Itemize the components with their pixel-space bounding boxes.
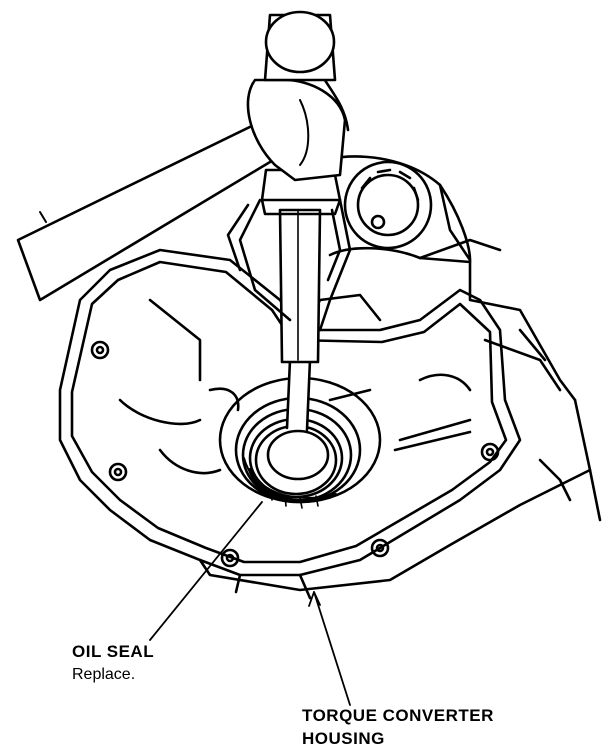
torque-converter-label-line2: HOUSING <box>302 729 385 748</box>
oil-seal-leader <box>149 501 263 641</box>
hammer-icon <box>16 10 350 302</box>
seal-driver-icon <box>226 168 352 432</box>
torque-converter-label-line1: TORQUE CONVERTER <box>302 706 494 725</box>
transmission-case <box>298 155 602 522</box>
leader-lines <box>149 501 351 706</box>
oil-seal-label: OIL SEAL <box>72 642 155 661</box>
housing-leader <box>313 591 351 706</box>
torque-converter-housing <box>58 248 592 600</box>
oil-seal-note: Replace. <box>72 666 136 683</box>
